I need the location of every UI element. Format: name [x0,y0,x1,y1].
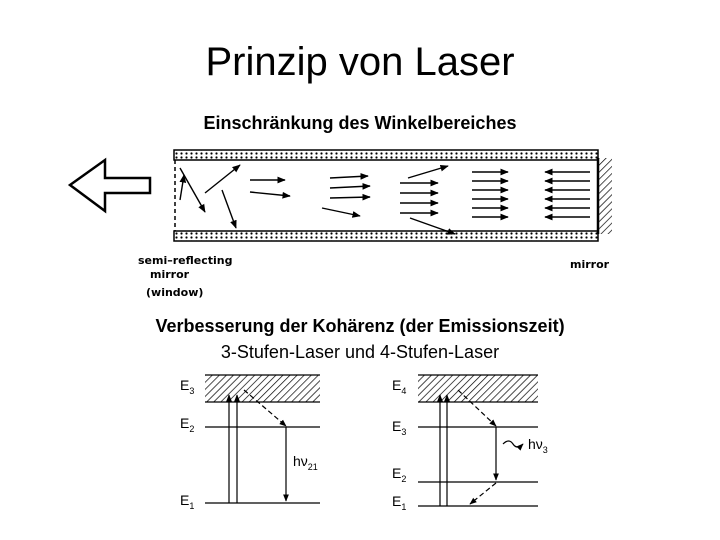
level-E1-label: E1 [392,493,406,512]
laser-cavity: semi–reflecting mirror (window) mirror [67,149,612,299]
light-rays [179,164,590,235]
four-level-diagram: E4 E3 E2 E1 hν3 [392,374,548,512]
semi-mirror-label-1: semi–reflecting [138,254,233,267]
level-E4-label: E4 [392,377,406,396]
semi-mirror-label-3: (window) [146,286,203,299]
level-E3-label: E3 [180,377,194,396]
level-E2-label: E2 [392,465,406,484]
output-arrow-icon [67,157,152,214]
section1-heading: Einschränkung des Winkelbereiches [203,113,517,133]
section2-subheading: 3-Stufen-Laser und 4-Stufen-Laser [220,342,500,362]
level-E2-label: E2 [180,415,194,434]
level-E3-label: E3 [392,418,406,437]
mirror-label: mirror [570,258,610,271]
emission-label-21: hν21 [293,453,318,472]
level-E1-label: E1 [180,492,194,511]
page-title: Prinzip von Laser [205,40,515,84]
section2-heading: Verbesserung der Kohärenz (der Emissions… [155,316,565,336]
cavity-wall-top [173,149,599,161]
end-mirror [598,158,612,234]
semi-mirror-label-2: mirror [150,268,190,281]
cavity-wall-bottom [173,230,599,242]
emission-label-3: hν3 [528,436,548,455]
three-level-diagram: E3 E2 E1 hν21 [180,374,320,511]
